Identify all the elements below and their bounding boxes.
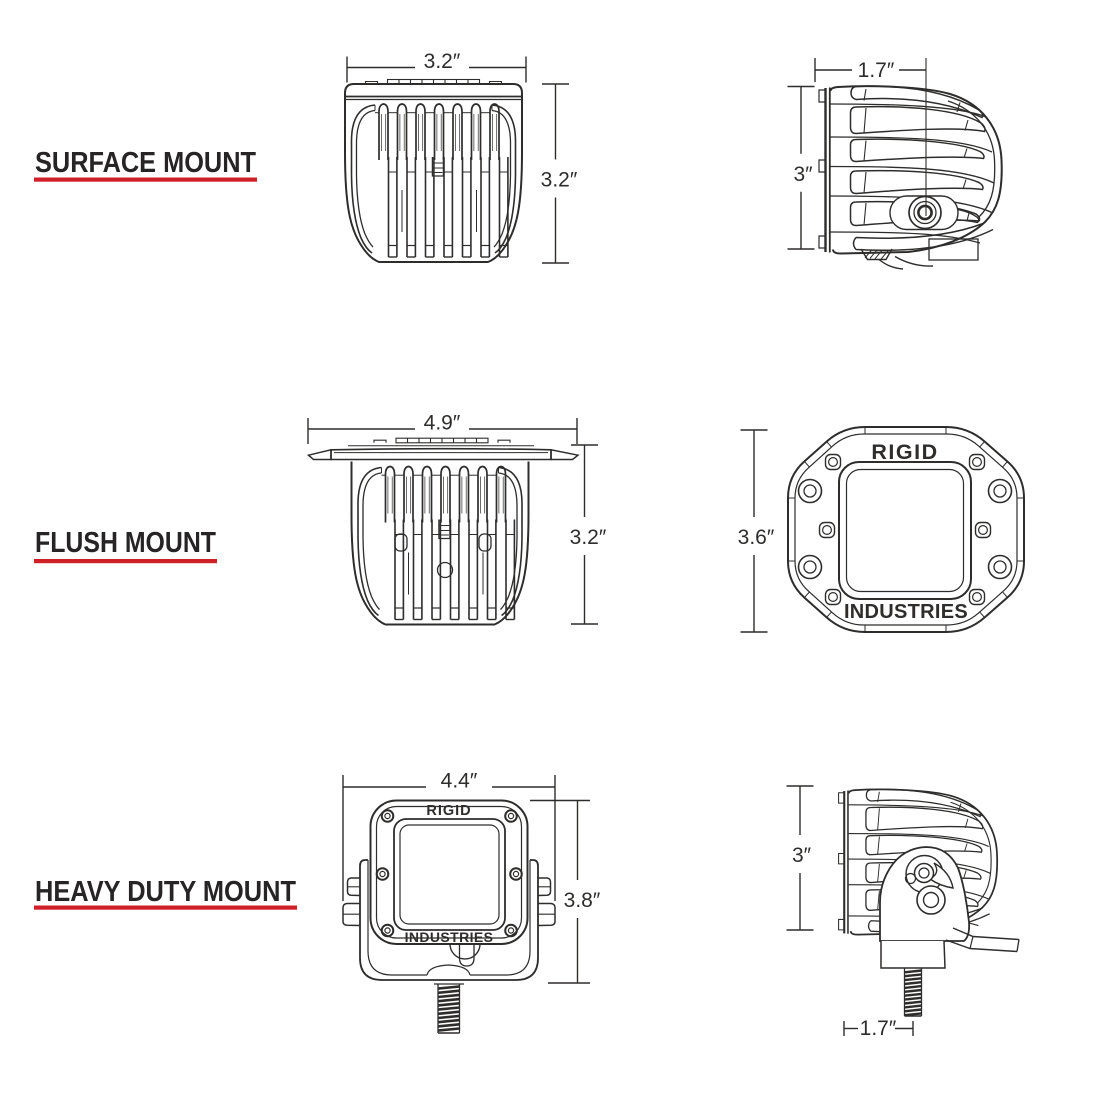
svg-text:FLUSH MOUNT: FLUSH MOUNT (35, 527, 217, 559)
svg-text:INDUSTRIES: INDUSTRIES (844, 601, 968, 623)
svg-text:1.7″: 1.7″ (858, 59, 895, 82)
svg-text:RIGID: RIGID (871, 440, 938, 464)
svg-text:4.4″: 4.4″ (441, 770, 478, 793)
svg-text:SURFACE MOUNT: SURFACE MOUNT (35, 147, 257, 179)
svg-text:3.6″: 3.6″ (738, 526, 775, 549)
svg-text:3.2″: 3.2″ (424, 50, 461, 73)
svg-text:4.9″: 4.9″ (424, 412, 461, 435)
svg-text:1.7″: 1.7″ (860, 1017, 897, 1040)
svg-text:INDUSTRIES: INDUSTRIES (405, 929, 494, 945)
svg-text:3.2″: 3.2″ (570, 526, 607, 549)
svg-text:3″: 3″ (793, 163, 813, 186)
svg-text:3.2″: 3.2″ (541, 169, 578, 192)
svg-text:HEAVY DUTY MOUNT: HEAVY DUTY MOUNT (35, 876, 297, 908)
svg-text:3.8″: 3.8″ (564, 889, 601, 912)
svg-text:RIGID: RIGID (426, 803, 471, 819)
svg-text:3″: 3″ (792, 844, 812, 867)
